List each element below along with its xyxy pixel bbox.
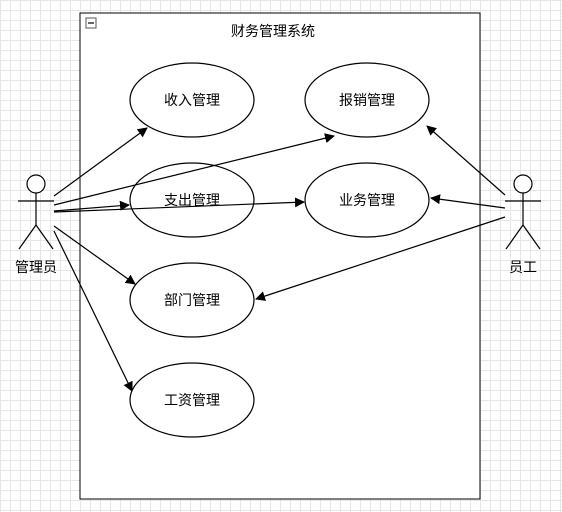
actor-employee[interactable] bbox=[505, 174, 541, 250]
actor-employee-label: 员工 bbox=[509, 260, 537, 276]
use-case-department[interactable]: 部门管理 bbox=[129, 262, 255, 338]
use-case-business[interactable]: 业务管理 bbox=[304, 162, 430, 238]
use-case-salary[interactable]: 工资管理 bbox=[129, 362, 255, 438]
use-case-salary-label: 工资管理 bbox=[164, 393, 220, 409]
assoc-admin-department bbox=[53, 225, 136, 285]
use-case-reimburse[interactable]: 报销管理 bbox=[304, 62, 430, 138]
use-case-income-label: 收入管理 bbox=[164, 93, 220, 109]
use-case-income[interactable]: 收入管理 bbox=[129, 62, 255, 138]
stick-figure-icon bbox=[18, 174, 54, 250]
connectors bbox=[53, 125, 506, 392]
assoc-admin-reimburse bbox=[53, 133, 335, 206]
actor-admin[interactable] bbox=[18, 174, 54, 250]
actor-admin-label: 管理员 bbox=[15, 260, 57, 276]
assoc-admin-income bbox=[53, 127, 148, 197]
assoc-employee-department bbox=[255, 216, 506, 301]
assoc-admin-expense bbox=[53, 200, 130, 212]
assoc-admin-business bbox=[53, 197, 305, 213]
stick-figure-icon bbox=[505, 174, 541, 250]
use-case-department-label: 部门管理 bbox=[164, 293, 220, 309]
use-case-expense[interactable]: 支出管理 bbox=[129, 162, 255, 238]
system-title: 财务管理系统 bbox=[231, 24, 315, 40]
assoc-employee-reimburse bbox=[426, 125, 506, 196]
use-case-business-label: 业务管理 bbox=[339, 193, 395, 209]
use-case-expense-label: 支出管理 bbox=[164, 193, 220, 209]
assoc-employee-business bbox=[430, 194, 506, 209]
assoc-admin-salary bbox=[53, 230, 133, 392]
collapse-toggle[interactable] bbox=[85, 17, 97, 29]
use-case-reimburse-label: 报销管理 bbox=[339, 93, 395, 109]
